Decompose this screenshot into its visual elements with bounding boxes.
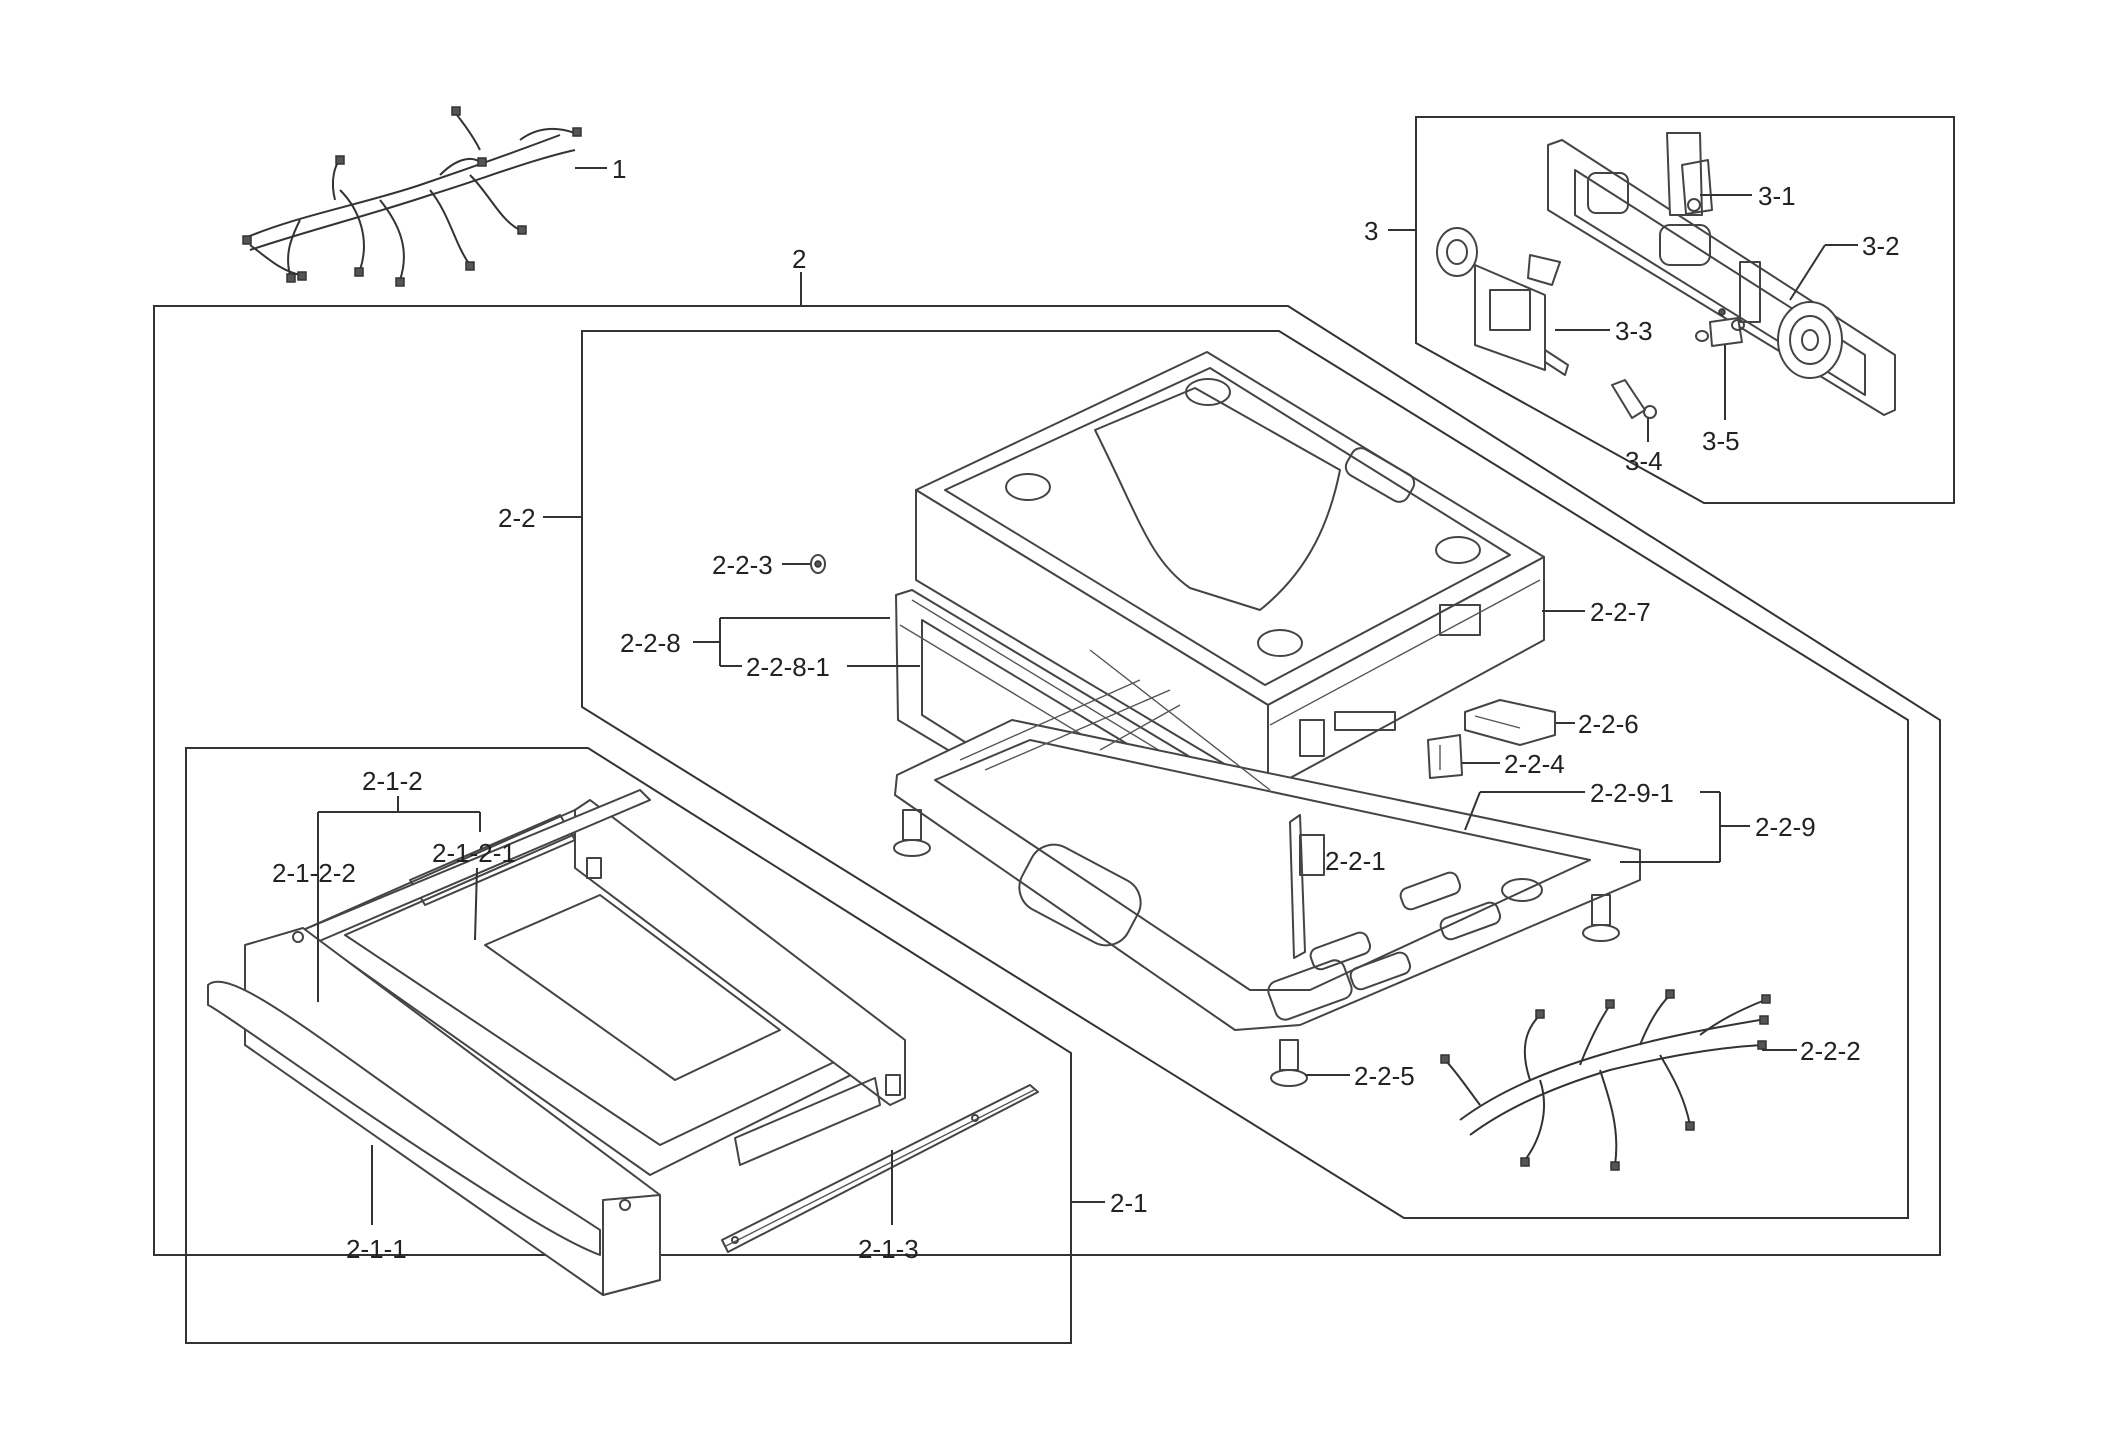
label-3-1: 3-1 xyxy=(1758,181,1796,211)
label-2-2-9: 2-2-9 xyxy=(1755,812,1816,842)
leveling-leg-2-2-5 xyxy=(893,809,1620,1087)
bracket-2-2-4 xyxy=(1427,734,1463,779)
label-3-5: 3-5 xyxy=(1702,426,1740,456)
label-2-2-1: 2-2-1 xyxy=(1325,846,1386,876)
label-2-1-2-1: 2-1-2-1 xyxy=(432,838,516,868)
wire-harness-1 xyxy=(242,106,582,287)
label-2-2-2: 2-2-2 xyxy=(1800,1036,1861,1066)
callout-labels: 1 2 2-2 2-2-3 2-2-8 2-2-8-1 2-2-7 2-2-6 … xyxy=(272,154,1900,1264)
label-2-2-5: 2-2-5 xyxy=(1354,1061,1415,1091)
label-2-2-3: 2-2-3 xyxy=(712,550,773,580)
group-2-1-boundary xyxy=(185,747,1072,1344)
label-3-4: 3-4 xyxy=(1625,446,1663,476)
label-2-1-1: 2-1-1 xyxy=(346,1234,407,1264)
base-2-2-9 xyxy=(894,649,1641,1031)
label-3: 3 xyxy=(1364,216,1378,246)
label-2-1: 2-1 xyxy=(1110,1188,1148,1218)
label-3-3: 3-3 xyxy=(1615,316,1653,346)
label-2-1-2-2: 2-1-2-2 xyxy=(272,858,356,888)
label-2-2-4: 2-2-4 xyxy=(1504,749,1565,779)
label-2-2-9-1: 2-2-9-1 xyxy=(1590,778,1674,808)
label-2-2-8: 2-2-8 xyxy=(620,628,681,658)
screw-2-2-3 xyxy=(810,554,826,574)
label-2-1-3: 2-1-3 xyxy=(858,1234,919,1264)
label-2-2-6: 2-2-6 xyxy=(1578,709,1639,739)
control-assembly-3 xyxy=(1436,132,1896,419)
label-2-2-7: 2-2-7 xyxy=(1590,597,1651,627)
group-3-boundary xyxy=(1415,116,1955,504)
cover-2-2-6 xyxy=(1464,699,1556,746)
label-3-2: 3-2 xyxy=(1862,231,1900,261)
drawer-2-1 xyxy=(207,789,906,1296)
label-2-2: 2-2 xyxy=(498,503,536,533)
side-panel-2-2-1 xyxy=(1289,814,1325,959)
label-2-2-8-1: 2-2-8-1 xyxy=(746,652,830,682)
leader-lines xyxy=(317,167,1858,1225)
top-cabinet-2-2-7 xyxy=(915,351,1545,791)
group-2-boundary xyxy=(153,305,1941,1256)
label-2-1-2: 2-1-2 xyxy=(362,766,423,796)
label-1: 1 xyxy=(612,154,626,184)
label-2: 2 xyxy=(792,244,806,274)
slide-rail-2-1-3 xyxy=(721,1084,1039,1253)
wire-harness-2-2-2 xyxy=(1440,989,1771,1171)
group-2-2-boundary xyxy=(581,330,1909,1219)
